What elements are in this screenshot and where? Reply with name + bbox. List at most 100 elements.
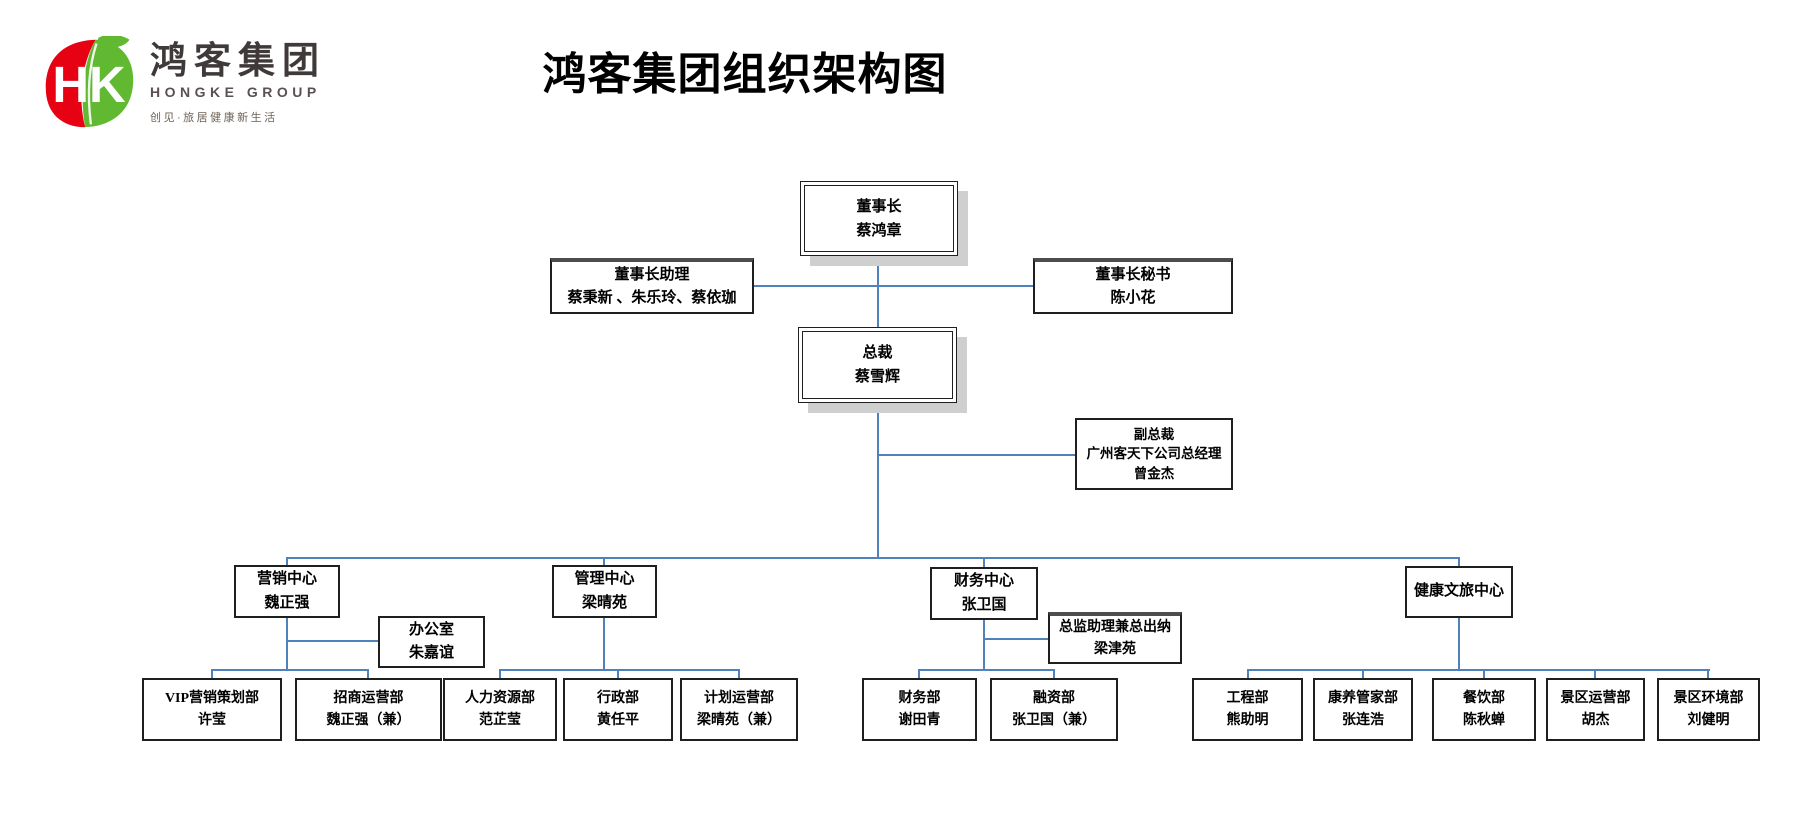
connector-stub-financing <box>1053 669 1055 679</box>
node-title: 景区环境部 <box>1673 690 1744 706</box>
node-title: 办公室 <box>408 621 454 638</box>
node-title: 景区运营部 <box>1560 690 1631 706</box>
node-title: 融资部 <box>1033 690 1075 706</box>
connector-stub-admin <box>617 669 619 679</box>
node-name: 蔡秉新 、朱乐玲、蔡依珈 <box>567 290 737 306</box>
org-node-vp: 副总裁 广州客天下公司总经理 曾金杰 <box>1075 418 1233 490</box>
org-node-office: 办公室 朱嘉谊 <box>378 616 485 668</box>
node-title: 董事长秘书 <box>1095 266 1171 283</box>
connector-stub-accounting <box>918 669 920 679</box>
node-name: 梁晴苑 <box>581 594 627 611</box>
logo-monogram: HK <box>52 56 126 113</box>
connector-finance-down <box>983 620 985 671</box>
node-name: 魏正强 <box>264 594 310 611</box>
connector-health-down <box>1458 618 1460 671</box>
node-name: 蔡雪辉 <box>854 369 900 385</box>
node-name: 魏正强（兼） <box>326 712 411 728</box>
org-node-marketing-center: 营销中心 魏正强 <box>234 565 340 618</box>
node-name: 梁津苑 <box>1094 642 1136 657</box>
org-node-scenic-ops-dept: 景区运营部 胡杰 <box>1546 678 1645 741</box>
connector-stub-marketing <box>286 557 288 566</box>
org-node-wellness-dept: 康养管家部 张连浩 <box>1313 678 1413 741</box>
node-name: 曾金杰 <box>1133 465 1175 481</box>
node-title: VIP营销策划部 <box>164 690 260 706</box>
connector-stub-vip-marketing <box>211 669 213 679</box>
connector-stub-investment <box>367 669 369 679</box>
connector-stub-health <box>1458 557 1460 567</box>
node-title: 招商运营部 <box>333 690 404 706</box>
org-node-management-center: 管理中心 梁晴苑 <box>552 565 657 618</box>
connector-chairman-president <box>877 256 879 327</box>
connector-stub-finance <box>983 557 985 568</box>
node-name: 刘健明 <box>1687 712 1730 728</box>
connector-president-trunk <box>877 403 879 558</box>
node-title: 财务中心 <box>953 573 1014 590</box>
org-node-investment-dept: 招商运营部 魏正强（兼） <box>295 678 442 741</box>
hk-leaf-logo-icon: HK <box>42 36 136 130</box>
org-node-treasurer: 总监助理兼总出纳 梁津苑 <box>1048 612 1182 664</box>
node-title: 康养管家部 <box>1328 690 1398 706</box>
connector-finance-children-rail <box>918 669 1055 671</box>
node-title: 营销中心 <box>256 571 317 588</box>
company-logo: HK 鸿客集团 HONGKE GROUP 创见·旅居健康新生活 <box>42 36 326 130</box>
connector-management-children-rail <box>499 669 740 671</box>
connector-health-children-rail <box>1247 669 1710 671</box>
org-node-assistant: 董事长助理 蔡秉新 、朱乐玲、蔡依珈 <box>550 258 754 314</box>
node-name: 张卫国 <box>961 596 1007 613</box>
node-title: 董事长 <box>856 198 902 215</box>
connector-marketing-office <box>286 640 378 642</box>
connector-stub-engineering <box>1247 669 1249 679</box>
node-title: 工程部 <box>1226 690 1269 706</box>
logo-text-block: 鸿客集团 HONGKE GROUP 创见·旅居健康新生活 <box>150 36 326 125</box>
connector-stub-management <box>603 557 605 566</box>
logo-company-name: 鸿客集团 <box>150 40 326 81</box>
org-node-financing-dept: 融资部 张卫国（兼） <box>990 678 1118 741</box>
org-node-engineering-dept: 工程部 熊助明 <box>1192 678 1303 741</box>
org-node-health-tourism-center: 健康文旅中心 <box>1405 566 1513 618</box>
node-title: 健康文旅中心 <box>1413 583 1504 600</box>
node-title: 行政部 <box>597 690 639 706</box>
connector-trunk-vp <box>877 454 1075 456</box>
connector-stub-scenic-ops <box>1594 669 1596 679</box>
connector-assistant-secretary <box>754 285 1033 287</box>
node-name: 朱嘉谊 <box>408 645 454 661</box>
connector-stub-catering <box>1483 669 1485 679</box>
connector-stub-planning <box>738 669 740 679</box>
page-title: 鸿客集团组织架构图 <box>542 50 948 99</box>
logo-tagline: 创见·旅居健康新生活 <box>150 111 278 124</box>
node-name: 谢田青 <box>898 712 941 728</box>
org-node-vip-marketing-dept: VIP营销策划部 许莹 <box>142 678 282 741</box>
connector-finance-treasurer <box>983 638 1048 640</box>
org-node-scenic-env-dept: 景区环境部 刘健明 <box>1657 678 1760 741</box>
connector-stub-wellness <box>1362 669 1364 679</box>
org-node-accounting-dept: 财务部 谢田青 <box>862 678 977 741</box>
node-name: 许莹 <box>198 712 226 728</box>
node-name: 熊助明 <box>1226 712 1269 728</box>
node-name: 蔡鸿章 <box>856 222 902 239</box>
node-name: 张卫国（兼） <box>1012 712 1096 728</box>
node-title: 总监助理兼总出纳 <box>1059 620 1171 636</box>
node-name: 张连浩 <box>1342 712 1384 728</box>
node-title: 财务部 <box>898 690 941 706</box>
connector-stub-hr <box>499 669 501 679</box>
org-node-finance-center: 财务中心 张卫国 <box>930 567 1038 620</box>
connector-marketing-children-rail <box>211 669 369 671</box>
org-node-chairman: 董事长 蔡鸿章 <box>800 181 958 256</box>
node-title: 计划运营部 <box>704 690 774 706</box>
node-title: 总裁 <box>862 345 893 361</box>
org-node-catering-dept: 餐饮部 陈秋蝉 <box>1432 678 1536 741</box>
node-name: 胡杰 <box>1581 712 1610 728</box>
org-node-admin-dept: 行政部 黄任平 <box>563 678 673 741</box>
node-title: 管理中心 <box>574 571 635 588</box>
node-name: 黄任平 <box>597 712 639 728</box>
node-name: 范芷莹 <box>479 712 521 728</box>
org-node-president: 总裁 蔡雪辉 <box>798 327 957 403</box>
org-node-planning-dept: 计划运营部 梁晴苑（兼） <box>680 678 798 741</box>
node-title: 董事长助理 <box>614 266 690 283</box>
org-node-secretary: 董事长秘书 陈小花 <box>1033 258 1233 314</box>
node-name: 陈秋蝉 <box>1463 712 1505 728</box>
node-title: 人力资源部 <box>465 690 535 706</box>
node-name: 陈小花 <box>1110 290 1156 306</box>
connector-management-down <box>603 618 605 671</box>
